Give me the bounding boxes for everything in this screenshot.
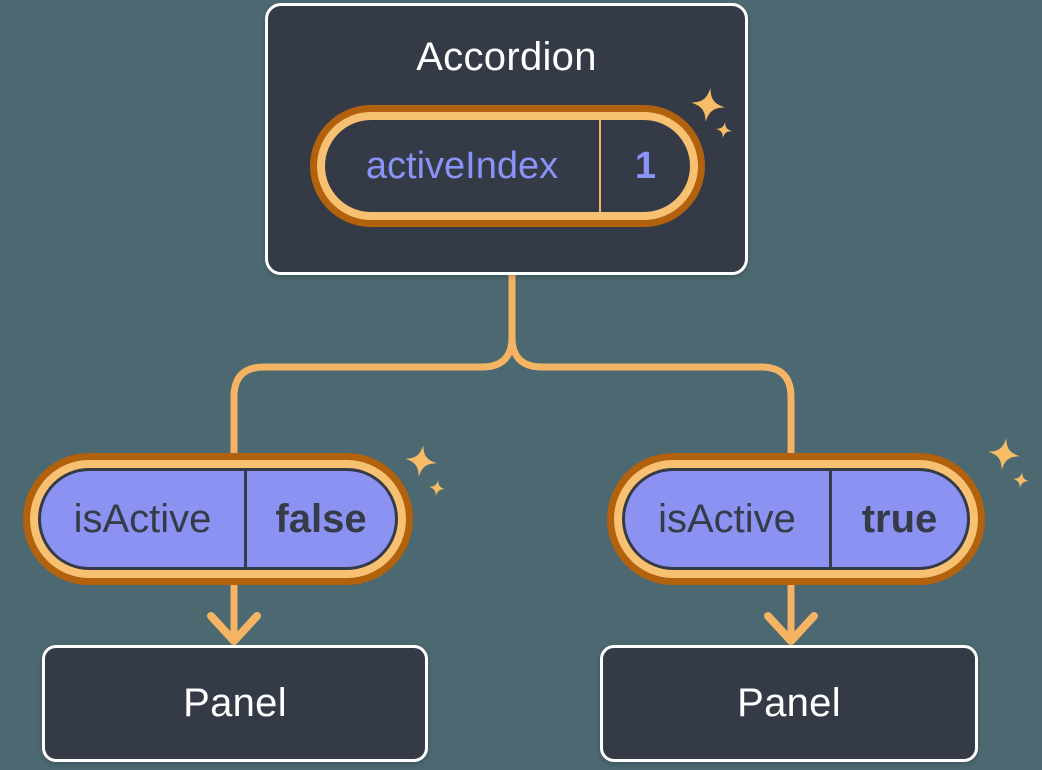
prop-label: isActive [73,496,212,541]
panel-node-left: Panel [42,645,428,762]
arrow-down-icon [207,612,261,645]
sparkle-icon [402,442,440,480]
arrow-down-icon [764,612,818,645]
sparkle-icon [427,478,447,498]
panel-node-right: Panel [600,645,978,762]
state-pill: activeIndex 1 [325,120,690,212]
state-value: 1 [599,120,690,212]
prop-pill-left: isActive false [38,468,398,570]
panel-label: Panel [183,681,287,725]
sparkle-icon [985,435,1023,473]
node-title: Accordion [416,35,597,79]
prop-value: false [244,471,395,567]
prop-label: isActive [658,496,796,541]
prop-value: true [829,471,967,567]
panel-label: Panel [737,681,841,725]
connector-right-branch [508,270,795,637]
sparkle-icon [1011,470,1031,490]
state-label: activeIndex [365,144,559,187]
connector-left-branch [230,270,516,637]
prop-pill-right: isActive true [622,468,970,570]
